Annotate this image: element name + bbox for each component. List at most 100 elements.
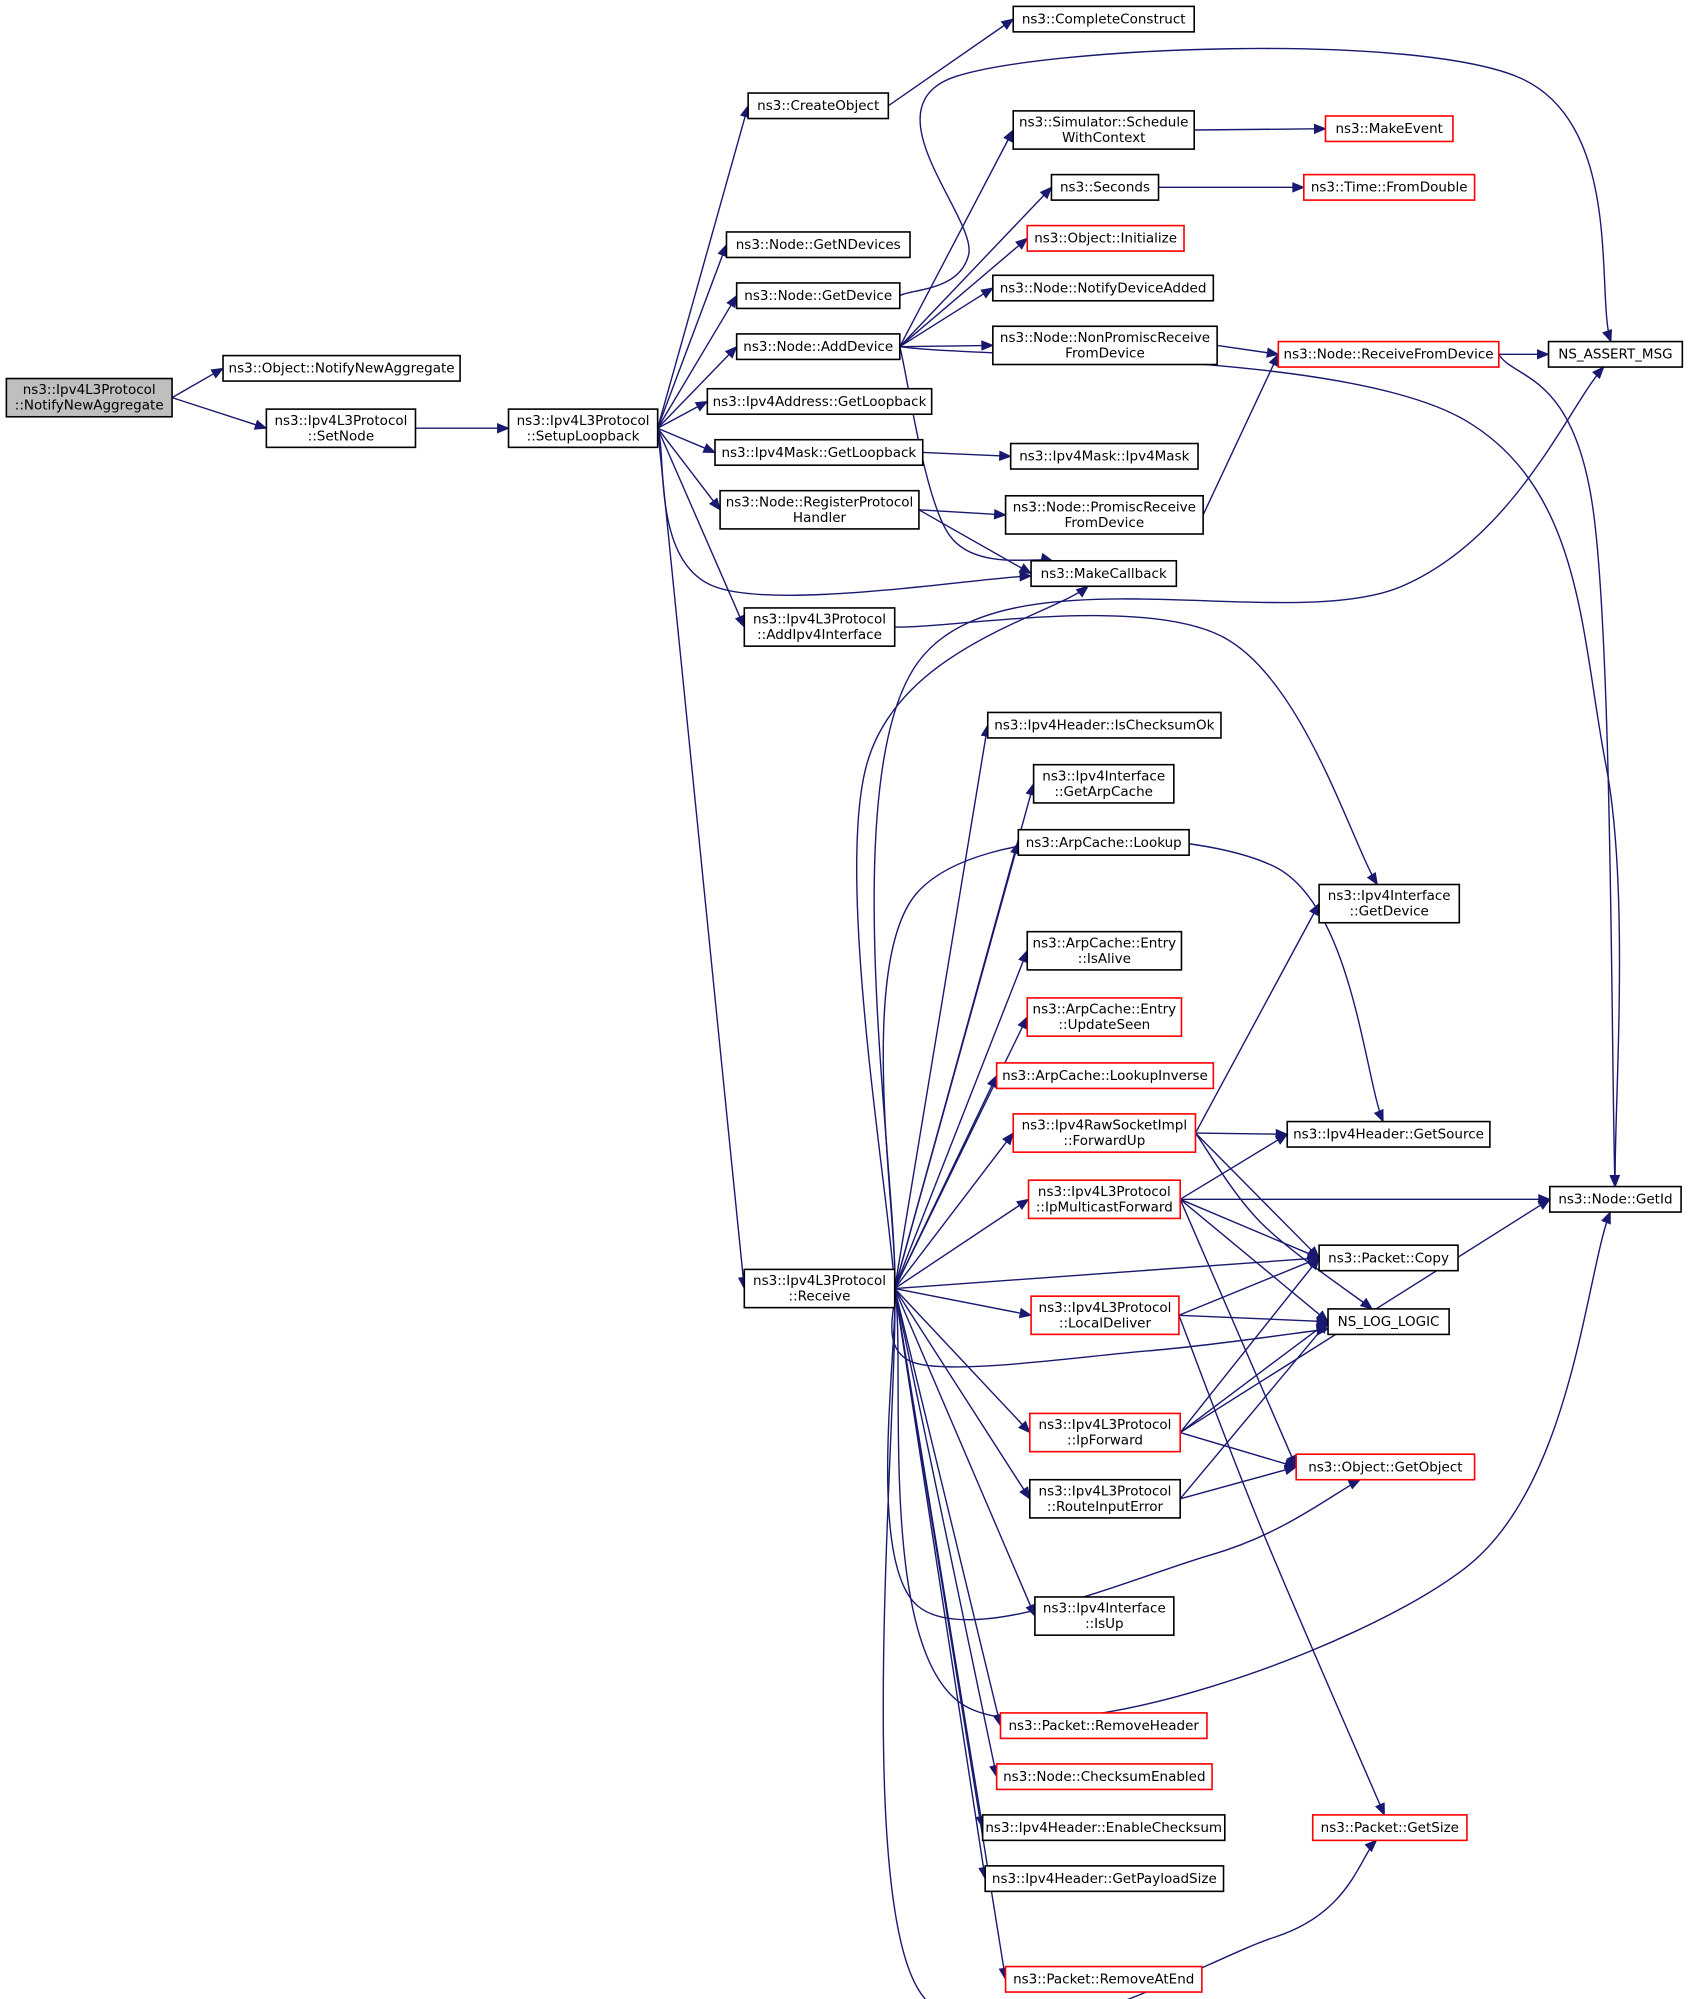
node-get-payload-size[interactable]: ns3::Ipv4Header::GetPayloadSize: [984, 1865, 1225, 1893]
node-box: [1030, 559, 1178, 588]
node-label: ::IsUp: [1085, 1616, 1124, 1632]
node-set-node[interactable]: ns3::Ipv4L3Protocol::SetNode: [265, 408, 417, 449]
node-label: ns3::Packet::GetSize: [1321, 1820, 1459, 1836]
node-is-checksum-ok[interactable]: ns3::Ipv4Header::IsChecksumOk: [986, 711, 1222, 739]
edge-seconds-to-fromDouble: [1158, 182, 1306, 193]
node-ns-assert-msg[interactable]: NS_ASSERT_MSG: [1547, 340, 1684, 368]
arrowhead: [1307, 1256, 1320, 1271]
edge-receive-to-localDeliver: [894, 1287, 1033, 1319]
edge-createObject-to-completeConstruct: [887, 18, 1015, 107]
node-ip-forward[interactable]: ns3::Ipv4L3Protocol::IpForward: [1028, 1412, 1181, 1453]
node-receive[interactable]: ns3::Ipv4L3Protocol::Receive: [743, 1268, 896, 1309]
edge-localDeliver-to-nsLogLogic: [1178, 1314, 1330, 1327]
edge-getDevice-to-nsAssertMsg: [899, 47, 1612, 343]
edge-line: [1202, 354, 1279, 516]
node-box: [1004, 494, 1204, 535]
node-notify-new-aggregate-base[interactable]: ns3::Object::NotifyNewAggregate: [222, 354, 461, 382]
node-label: ns3::Ipv4Mask::GetLoopback: [721, 445, 916, 461]
edge-line: [894, 725, 989, 1289]
node-checksum-enabled[interactable]: ns3::Node::ChecksumEnabled: [995, 1763, 1213, 1791]
node-receive-from-device[interactable]: ns3::Node::ReceiveFromDevice: [1277, 340, 1500, 368]
node-remove-header[interactable]: ns3::Packet::RemoveHeader: [999, 1712, 1208, 1740]
function-nodes: ns3::Ipv4L3Protocol::NotifyNewAggregaten…: [5, 5, 1684, 1993]
edge-line: [1178, 1315, 1386, 1816]
arrowhead: [1537, 349, 1550, 360]
arrowhead: [1609, 1174, 1620, 1188]
node-entry-is-alive[interactable]: ns3::ArpCache::Entry::IsAlive: [1026, 930, 1183, 971]
node-route-input-error[interactable]: ns3::Ipv4L3Protocol::RouteInputError: [1028, 1478, 1181, 1519]
node-arp-lookup[interactable]: ns3::ArpCache::Lookup: [1017, 828, 1190, 856]
node-box: [714, 438, 924, 466]
node-add-device[interactable]: ns3::Node::AddDevice: [735, 333, 901, 361]
node-packet-copy[interactable]: ns3::Packet::Copy: [1318, 1244, 1459, 1272]
node-label: ns3::Object::Initialize: [1034, 231, 1177, 247]
node-label: FromDevice: [1065, 515, 1145, 531]
node-make-event[interactable]: ns3::MakeEvent: [1324, 115, 1454, 143]
node-packet-get-size[interactable]: ns3::Packet::GetSize: [1311, 1814, 1468, 1842]
node-label: ns3::Node::GetNDevices: [736, 237, 901, 253]
edge-line: [894, 614, 1378, 885]
node-label: ns3::Ipv4Interface: [1043, 1601, 1166, 1617]
node-box: [1547, 340, 1684, 368]
node-get-n-devices[interactable]: ns3::Node::GetNDevices: [725, 231, 911, 259]
edge-line: [656, 105, 749, 429]
edge-root-to-setNode: [171, 396, 268, 430]
arrowhead: [1017, 1015, 1028, 1030]
node-node-get-id[interactable]: ns3::Node::GetId: [1548, 1185, 1682, 1213]
edge-line: [894, 1198, 1029, 1290]
node-box: [1026, 224, 1185, 252]
node-local-deliver[interactable]: ns3::Ipv4L3Protocol::LocalDeliver: [1030, 1295, 1180, 1336]
node-box: [5, 377, 173, 418]
node-forward-up[interactable]: ns3::Ipv4RawSocketImpl::ForwardUp: [1012, 1113, 1197, 1153]
node-from-double[interactable]: ns3::Time::FromDouble: [1303, 173, 1476, 201]
node-iface-is-up[interactable]: ns3::Ipv4Interface::IsUp: [1034, 1596, 1175, 1636]
node-label: ::Receive: [789, 1289, 851, 1305]
node-box: [1009, 442, 1199, 470]
node-ns-log-logic[interactable]: NS_LOG_LOGIC: [1327, 1308, 1450, 1336]
node-add-ipv4-interface[interactable]: ns3::Ipv4L3Protocol::AddIpv4Interface: [743, 607, 896, 647]
node-box: [265, 408, 417, 449]
node-seconds[interactable]: ns3::Seconds: [1050, 173, 1160, 201]
node-label: ns3::ArpCache::LookupInverse: [1002, 1068, 1208, 1084]
node-make-callback[interactable]: ns3::MakeCallback: [1030, 559, 1178, 588]
arrowhead: [1016, 1198, 1030, 1211]
arrowhead: [993, 508, 1007, 520]
node-box: [735, 333, 901, 361]
edge-promiscReceive-to-receiveFromDevice: [1202, 353, 1279, 516]
node-remove-at-end[interactable]: ns3::Packet::RemoveAtEnd: [1004, 1965, 1203, 1993]
arrowhead: [986, 1074, 998, 1089]
node-entry-update-seen[interactable]: ns3::ArpCache::Entry::UpdateSeen: [1026, 997, 1183, 1037]
node-label: ns3::Ipv4L3Protocol: [753, 1273, 886, 1289]
node-complete-construct[interactable]: ns3::CompleteConstruct: [1012, 5, 1196, 33]
node-mask-get-loopback[interactable]: ns3::Ipv4Mask::GetLoopback: [714, 438, 924, 466]
node-addr-get-loopback[interactable]: ns3::Ipv4Address::GetLoopback: [706, 387, 933, 416]
node-object-initialize[interactable]: ns3::Object::Initialize: [1026, 224, 1185, 252]
node-label: ::LocalDeliver: [1059, 1315, 1152, 1331]
node-create-object[interactable]: ns3::CreateObject: [747, 92, 890, 120]
arrowhead: [1537, 1198, 1551, 1210]
arrowhead: [1316, 1320, 1329, 1334]
node-notify-device-added[interactable]: ns3::Node::NotifyDeviceAdded: [992, 274, 1215, 302]
node-box: [992, 274, 1215, 302]
node-root[interactable]: ns3::Ipv4L3Protocol::NotifyNewAggregate: [5, 377, 173, 418]
edge-line: [1179, 1321, 1329, 1500]
node-get-source[interactable]: ns3::Ipv4Header::GetSource: [1286, 1120, 1491, 1148]
node-ip-multicast-forward[interactable]: ns3::Ipv4L3Protocol::IpMulticastForward: [1027, 1179, 1181, 1220]
node-get-arp-cache[interactable]: ns3::Ipv4Interface::GetArpCache: [1032, 763, 1175, 804]
node-iface-get-device[interactable]: ns3::Ipv4Interface::GetDevice: [1318, 883, 1461, 924]
node-setup-loopback[interactable]: ns3::Ipv4L3Protocol::SetupLoopback: [507, 408, 659, 449]
node-ipv4-mask-ctor[interactable]: ns3::Ipv4Mask::Ipv4Mask: [1009, 442, 1199, 470]
edge-line: [1179, 1321, 1329, 1434]
node-box: [1026, 997, 1183, 1037]
node-get-device[interactable]: ns3::Node::GetDevice: [735, 282, 901, 310]
node-get-object[interactable]: ns3::Object::GetObject: [1295, 1453, 1476, 1481]
node-box: [995, 1763, 1213, 1791]
node-lookup-inverse[interactable]: ns3::ArpCache::LookupInverse: [995, 1062, 1215, 1090]
node-enable-checksum[interactable]: ns3::Ipv4Header::EnableChecksum: [981, 1814, 1226, 1842]
edge-receiveFromDevice-to-nodeGetId: [1498, 353, 1620, 1188]
